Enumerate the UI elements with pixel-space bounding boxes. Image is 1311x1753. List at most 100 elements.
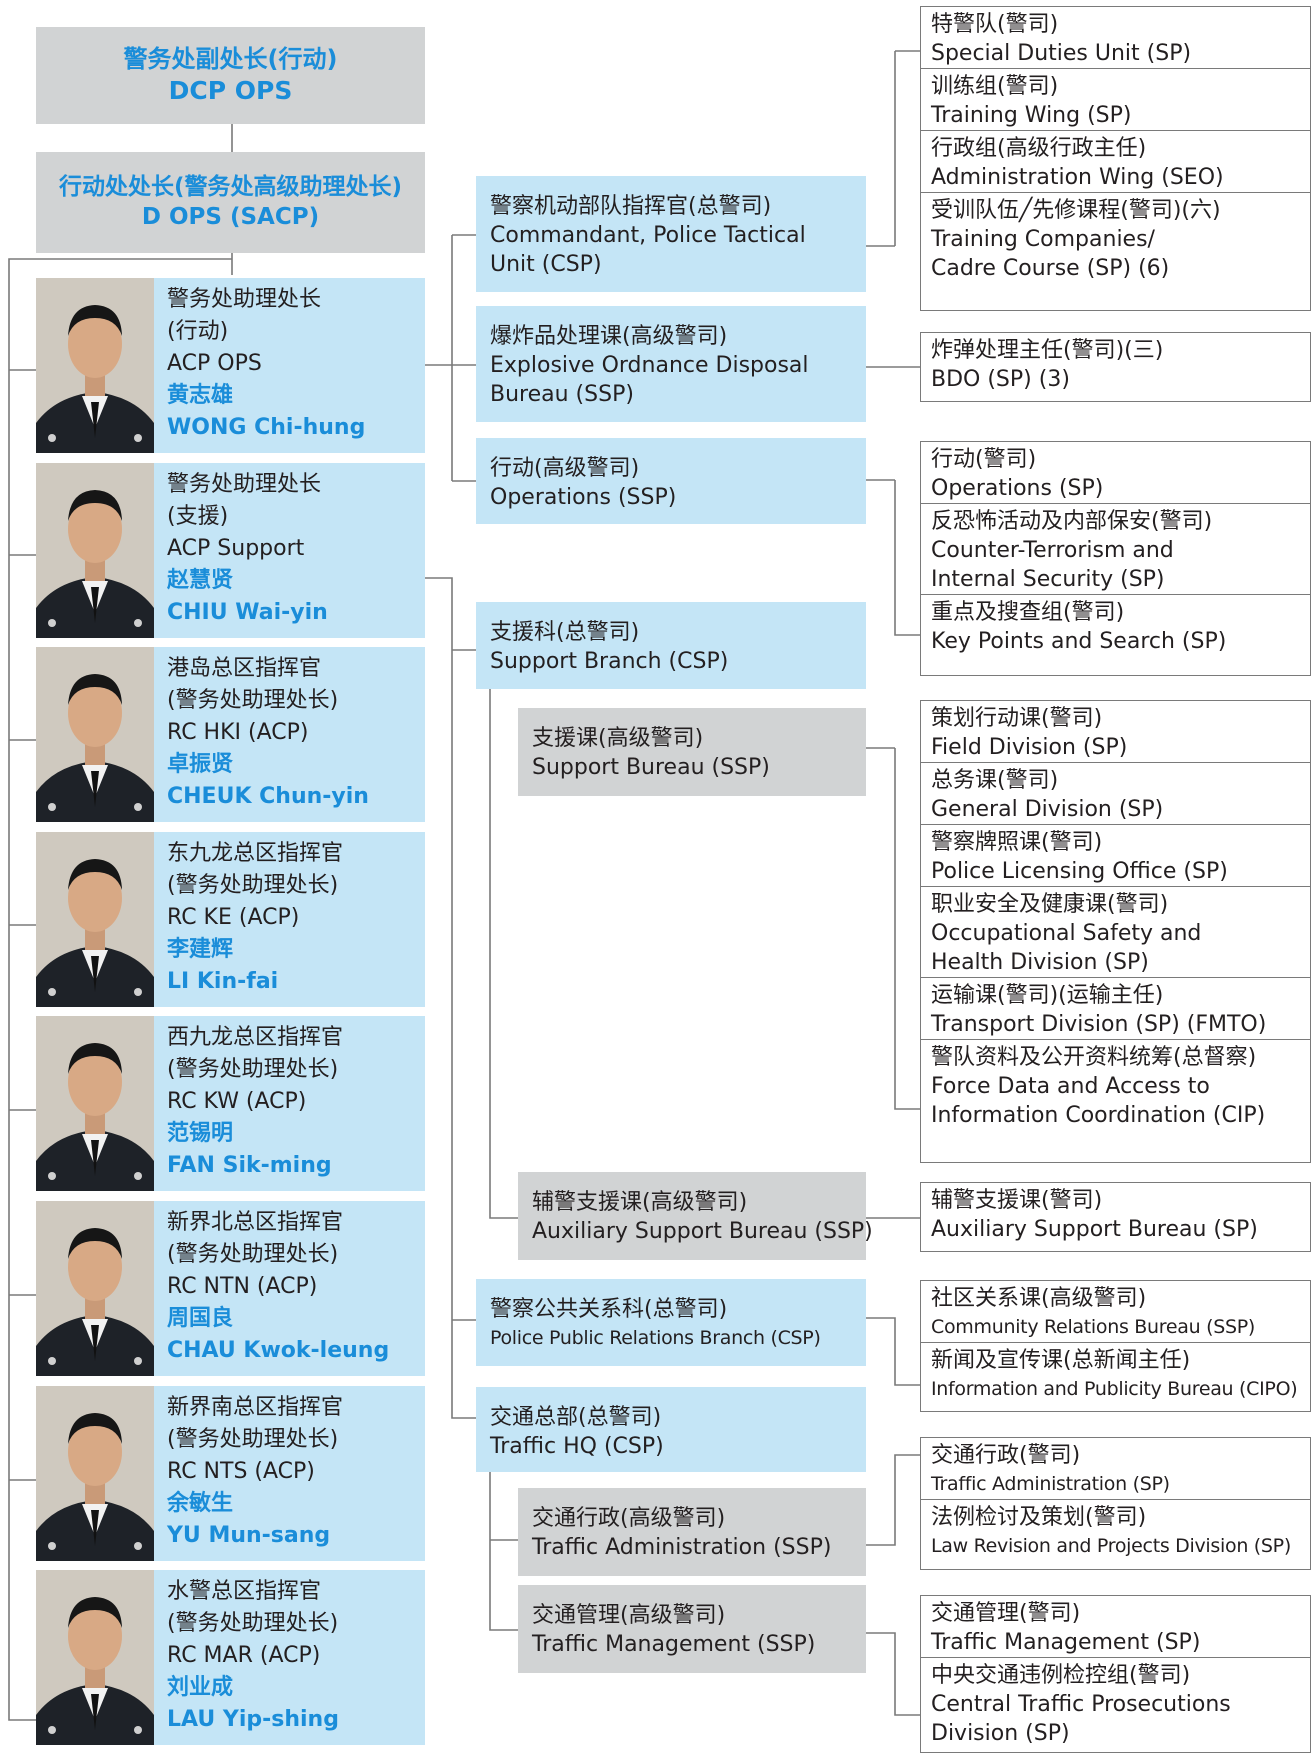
subunit-label-line: Counter-Terrorism and xyxy=(931,538,1174,563)
subunit-label-line: Training Wing (SP) xyxy=(931,103,1132,128)
officer-name-zh: 周国良 xyxy=(167,1306,234,1331)
officer-photo xyxy=(36,1570,154,1745)
officer-title-line: (警务处助理处长) xyxy=(167,688,339,713)
unit-label-line: 交通管理(高级警司) xyxy=(532,1603,726,1628)
officer-title-line: 东九龙总区指挥官 xyxy=(167,841,344,866)
unit-support-branch: 支援科(总警司)Support Branch (CSP) xyxy=(476,602,866,689)
officer-photo xyxy=(36,1386,154,1561)
subunit-label-line: Division (SP) xyxy=(931,1721,1070,1746)
subunit-label-line: 职业安全及健康课(警司) xyxy=(931,892,1169,917)
subunit-label-line: 警队资料及公开资料统筹(总督察) xyxy=(931,1045,1257,1070)
unit-label-line: Unit (CSP) xyxy=(490,252,602,277)
officer-title-line: 港岛总区指挥官 xyxy=(167,656,322,681)
unit-label-line: Operations (SSP) xyxy=(490,485,677,510)
officer-title-line: (警务处助理处长) xyxy=(167,1427,339,1452)
officer-title-line: RC KW (ACP) xyxy=(167,1089,307,1114)
dcp-title-en: DCP OPS xyxy=(168,75,293,105)
officer-title-line: (警务处助理处长) xyxy=(167,1611,339,1636)
subunit-cell: 交通管理(警司)Traffic Management (SP) xyxy=(921,1596,1310,1658)
officer-photo xyxy=(36,1016,154,1191)
officer-name-en: LI Kin-fai xyxy=(167,969,279,994)
subunit-label-line: 策划行动课(警司) xyxy=(931,706,1103,731)
subunit-label-line: Special Duties Unit (SP) xyxy=(931,41,1192,66)
subunit-label-line: 总务课(警司) xyxy=(931,768,1059,793)
officer-name-en: CHAU Kwok-leung xyxy=(167,1338,390,1363)
subunit-cell: 运输课(警司)(运输主任)Transport Division (SP) (FM… xyxy=(921,978,1310,1040)
subunit-label-line: 行动(警司) xyxy=(931,447,1037,472)
subunit-cell: 重点及搜查组(警司)Key Points and Search (SP) xyxy=(921,595,1310,656)
subunit-label-line: Health Division (SP) xyxy=(931,950,1149,975)
subunit-label-line: 特警队(警司) xyxy=(931,12,1059,37)
subunit-label-line: 运输课(警司)(运输主任) xyxy=(931,983,1164,1008)
unit-label-line: 交通行政(高级警司) xyxy=(532,1506,726,1531)
subunit-label-line: Central Traffic Prosecutions xyxy=(931,1692,1231,1717)
subunit-cell: 受训队伍╱先修课程(警司)(六)Training Companies/Cadre… xyxy=(921,193,1310,283)
officer-photo xyxy=(36,463,154,638)
subunit-label-line: 交通管理(警司) xyxy=(931,1601,1081,1626)
officer-name-zh: 赵慧贤 xyxy=(167,568,234,593)
subunit-label-line: Cadre Course (SP) (6) xyxy=(931,256,1170,281)
group-eod: 炸弹处理主任(警司)(三)BDO (SP) (3) xyxy=(920,332,1311,402)
d-ops-title-en: D OPS (SACP) xyxy=(141,203,320,230)
subunit-label-line: Administration Wing (SEO) xyxy=(931,165,1224,190)
officer-photo xyxy=(36,647,154,822)
subunit-cell: 中央交通违例检控组(警司)Central Traffic Prosecution… xyxy=(921,1658,1310,1748)
officer-name-zh: 黄志雄 xyxy=(167,383,234,408)
subunit-cell: 行动(警司) Operations (SP) xyxy=(921,442,1310,504)
subunit-label-line: Training Companies/ xyxy=(931,227,1155,252)
d-ops-box: 行动处处长(警务处高级助理处长) D OPS (SACP) xyxy=(36,152,425,253)
subunit-cell: 警察牌照课(警司)Police Licensing Office (SP) xyxy=(921,825,1310,887)
unit-traffic-mgmt: 交通管理(高级警司)Traffic Management (SSP) xyxy=(518,1585,866,1673)
unit-label-line: Auxiliary Support Bureau (SSP) xyxy=(532,1219,873,1244)
officer-title-line: 新界南总区指挥官 xyxy=(167,1395,344,1420)
subunit-cell: 炸弹处理主任(警司)(三)BDO (SP) (3) xyxy=(921,333,1310,394)
officer-name-zh: 刘业成 xyxy=(167,1675,234,1700)
subunit-cell: 行政组(高级行政主任)Administration Wing (SEO) xyxy=(921,131,1310,193)
subunit-label-line: Operations (SP) xyxy=(931,476,1104,501)
officer-title-line: (警务处助理处长) xyxy=(167,873,339,898)
subunit-cell: 新闻及宣传课(总新闻主任) Information and Publicity B… xyxy=(921,1343,1310,1404)
officer-title-line: RC MAR (ACP) xyxy=(167,1643,321,1668)
subunit-label-line: Field Division (SP) xyxy=(931,735,1128,760)
unit-pprb: 警察公共关系科(总警司)Police Public Relations Bran… xyxy=(476,1279,866,1366)
subunit-label-line: Information Coordination (CIP) xyxy=(931,1103,1266,1128)
officer-name-en: WONG Chi-hung xyxy=(167,415,366,440)
unit-aux-bureau: 辅警支援课(高级警司)Auxiliary Support Bureau (SSP… xyxy=(518,1172,873,1260)
officer-name-en: YU Mun-sang xyxy=(167,1523,331,1548)
officer-name-zh: 范锡明 xyxy=(167,1121,234,1146)
officer-photo xyxy=(36,832,154,1007)
group-aux-bureau: 辅警支援课(警司)Auxiliary Support Bureau (SP) xyxy=(920,1182,1311,1252)
subunit-label-line: Information and Publicity Bureau (CIPO) xyxy=(931,1378,1298,1400)
subunit-cell: 社区关系课(高级警司)Community Relations Bureau (S… xyxy=(921,1281,1310,1343)
unit-label-line: Support Bureau (SSP) xyxy=(532,755,770,780)
dcp-title-zh: 警务处副处长(行动) xyxy=(123,44,338,73)
subunit-cell: 警队资料及公开资料统筹(总督察)Force Data and Access to… xyxy=(921,1040,1310,1130)
subunit-label-line: 重点及搜查组(警司) xyxy=(931,600,1125,625)
officer-title-line: 西九龙总区指挥官 xyxy=(167,1025,344,1050)
officer-name-zh: 余敏生 xyxy=(167,1491,234,1516)
officer-title-line: (行动) xyxy=(167,319,229,344)
unit-operations: 行动(高级警司)Operations (SSP) xyxy=(476,438,866,524)
unit-ptu: 警察机动部队指挥官(总警司)Commandant, Police Tactica… xyxy=(476,176,866,292)
subunit-label-line: 炸弹处理主任(警司)(三) xyxy=(931,338,1164,363)
unit-support-bureau: 支援课(高级警司)Support Bureau (SSP) xyxy=(518,708,866,796)
officer-photo xyxy=(36,278,154,453)
subunit-label-line: 训练组(警司) xyxy=(931,74,1059,99)
subunit-label-line: 新闻及宣传课(总新闻主任) xyxy=(931,1348,1191,1373)
unit-label-line: Support Branch (CSP) xyxy=(490,649,729,674)
subunit-label-line: 法例检讨及策划(警司) xyxy=(931,1505,1147,1530)
